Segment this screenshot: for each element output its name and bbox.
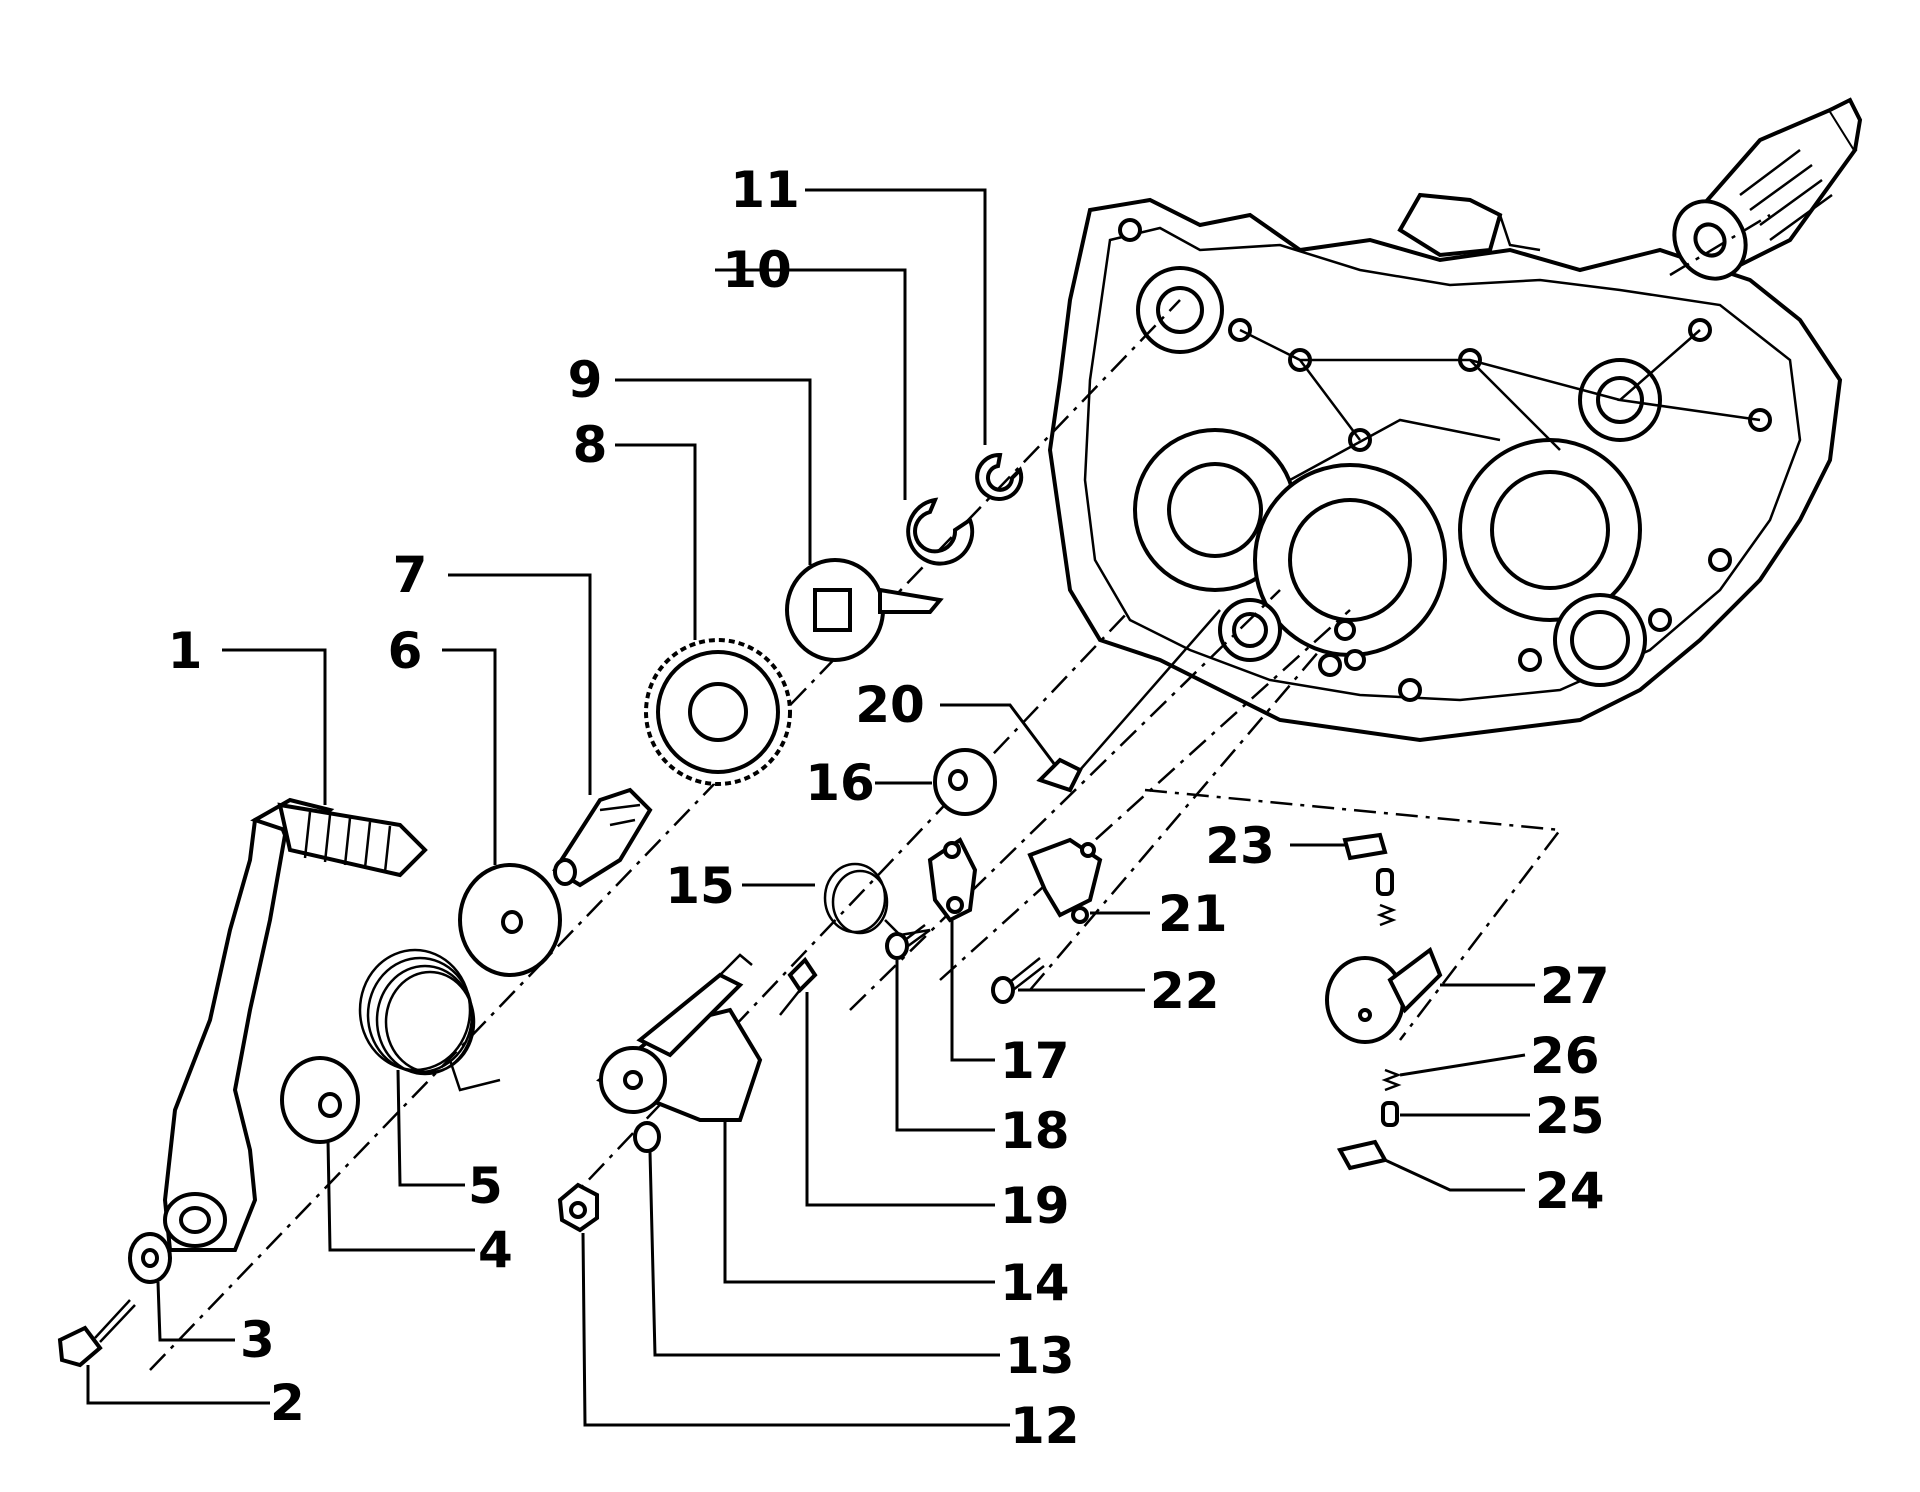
assembly-axes <box>149 213 1771 1371</box>
shift-drum <box>1672 97 1863 281</box>
nut-12 <box>557 1182 599 1233</box>
pad-23 <box>1342 832 1388 861</box>
callout-17: 17 <box>1000 1032 1070 1090</box>
callout-4: 4 <box>478 1221 513 1279</box>
callout-labels: 1 2 3 4 5 6 7 8 9 10 11 12 13 14 15 16 1… <box>168 161 1610 1455</box>
spring-23b <box>1376 903 1397 927</box>
spring-26 <box>1381 1068 1402 1092</box>
callout-26: 26 <box>1530 1027 1600 1085</box>
callout-8: 8 <box>573 416 608 474</box>
callout-27: 27 <box>1540 957 1610 1015</box>
callout-16: 16 <box>805 754 875 812</box>
bolt-2 <box>57 1299 136 1368</box>
screw-18 <box>885 924 931 960</box>
callout-19: 19 <box>1000 1177 1070 1235</box>
callout-21: 21 <box>1158 885 1228 943</box>
callout-10: 10 <box>722 241 792 299</box>
lever-17 <box>927 837 978 923</box>
callout-15: 15 <box>665 857 735 915</box>
callout-20: 20 <box>855 676 925 734</box>
spring-15 <box>823 862 931 937</box>
part-20 <box>1036 609 1221 793</box>
callout-9: 9 <box>568 351 603 409</box>
crankcase <box>1047 192 1843 743</box>
callout-25: 25 <box>1535 1087 1605 1145</box>
kick-shaft-7 <box>552 787 653 888</box>
ratchet-9 <box>785 558 944 662</box>
kick-spring-5 <box>358 948 501 1092</box>
callout-2: 2 <box>270 1374 305 1432</box>
pin-25 <box>1381 1101 1399 1127</box>
kick-gear-8 <box>644 638 792 786</box>
bushing-16 <box>933 748 997 816</box>
callout-5: 5 <box>468 1157 503 1215</box>
callout-18: 18 <box>1000 1102 1070 1160</box>
part-21 <box>1027 837 1103 924</box>
callout-7: 7 <box>393 546 428 604</box>
pin-19 <box>779 956 818 1016</box>
bushing-4 <box>280 1056 360 1144</box>
circlip-10 <box>906 497 975 566</box>
callout-24: 24 <box>1535 1162 1605 1220</box>
callout-13: 13 <box>1005 1327 1075 1385</box>
callout-3: 3 <box>240 1311 275 1369</box>
bolt-22 <box>991 957 1045 1004</box>
washer-6 <box>458 863 562 977</box>
circlip-11 <box>975 452 1024 501</box>
callout-22: 22 <box>1150 962 1220 1020</box>
pad-24 <box>1336 1139 1389 1171</box>
callout-23: 23 <box>1205 817 1275 875</box>
callout-14: 14 <box>1000 1254 1070 1312</box>
callout-12: 12 <box>1010 1397 1080 1455</box>
callout-11: 11 <box>730 161 800 219</box>
callout-6: 6 <box>388 622 423 680</box>
shift-lever-14 <box>596 953 763 1122</box>
leader-lines <box>86 188 1535 1427</box>
kickstart-lever <box>162 797 428 1252</box>
pin-23b <box>1376 868 1394 896</box>
selector-27 <box>1325 946 1443 1044</box>
callout-1: 1 <box>168 622 203 680</box>
washer-13 <box>633 1121 661 1153</box>
